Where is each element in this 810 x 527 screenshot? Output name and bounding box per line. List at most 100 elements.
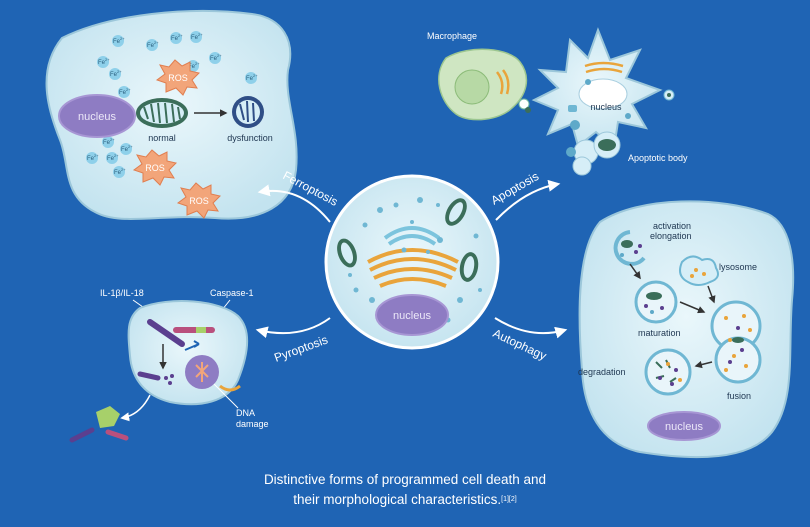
central-cell: nucleus <box>324 174 500 350</box>
mitochondrion <box>445 198 467 226</box>
autophagy-nucleus-label: nucleus <box>665 421 703 433</box>
fe-ions: Fe2+ Fe2+ Fe2+ Fe2+ Fe2+ Fe2+ Fe2+ Fe2+ … <box>86 31 258 178</box>
autophagy-nucleus <box>647 411 721 441</box>
released-debris <box>69 406 129 443</box>
fe-ion: Fe2+ <box>97 56 110 68</box>
ros-burst: ROS <box>176 182 221 219</box>
maturation-arrow-right <box>679 301 706 314</box>
autolysosome <box>710 300 762 384</box>
pyroptosis-label: Pyroptosis <box>272 332 329 364</box>
fe-charge: 2+ <box>94 153 99 158</box>
dysfunctional-mitochondrion <box>232 96 264 128</box>
degradation-label: degradation <box>578 367 626 377</box>
pyroptosis-golgi <box>219 384 241 392</box>
lysosome-label: lysosome <box>719 262 757 272</box>
normal-label: normal <box>148 133 176 143</box>
mitochondrion <box>459 252 479 282</box>
cleavage-arrow <box>184 340 200 351</box>
ferroptosis-arrow <box>257 184 331 223</box>
apoptotic-bodies <box>566 89 675 176</box>
fe-ion-label: Fe2+ <box>114 167 126 176</box>
dna-leader-line <box>213 383 239 409</box>
ferroptosis-cell: Fe2+ Fe2+ Fe2+ Fe2+ Fe2+ Fe2+ Fe2+ Fe2+ … <box>45 10 298 220</box>
caption-references: [1][2] <box>501 496 517 503</box>
lysosome <box>679 255 719 286</box>
lysosome-arrow <box>707 285 716 304</box>
caption-line-1: Distinctive forms of programmed cell dea… <box>263 472 547 487</box>
normal-mitochondrion <box>136 98 188 128</box>
elongation-label: elongation <box>650 231 692 241</box>
fe-ion: Fe2+ <box>170 32 183 44</box>
fe-charge: 2+ <box>128 144 133 149</box>
il-mature-form <box>137 371 161 381</box>
maturation-label: maturation <box>638 328 681 338</box>
macrophage <box>438 48 531 121</box>
figure-caption: Distinctive forms of programmed cell dea… <box>200 470 610 510</box>
dysfunction-label: dysfunction <box>227 133 273 143</box>
ros-burst: ROS <box>155 59 200 96</box>
fe-ion-label: Fe2+ <box>121 144 133 153</box>
apoptotic-cell <box>531 27 663 150</box>
fe-ion: Fe2+ <box>146 39 159 51</box>
caption-line-2: their morphological characteristics.[1][… <box>200 490 610 510</box>
pyroptosis-arrow <box>255 317 331 339</box>
mitochondrion <box>337 238 357 268</box>
caspase-label: Caspase-1 <box>210 288 254 298</box>
macrophage-label: Macrophage <box>427 31 477 41</box>
apoptotic-body-label: Apoptotic body <box>628 153 688 163</box>
fe-ion-label: Fe2+ <box>191 32 203 41</box>
ros-label: ROS <box>189 196 209 206</box>
fe-ion-label: Fe2+ <box>107 153 119 162</box>
degradation-vesicle <box>644 348 692 396</box>
apoptosis-label: Apoptosis <box>489 169 542 207</box>
fe-ion-label: Fe2+ <box>171 33 183 42</box>
fe-ion-label: Fe2+ <box>98 57 110 66</box>
fe-charge: 2+ <box>114 153 119 158</box>
fe-charge: 2+ <box>178 33 183 38</box>
fusion-label: fusion <box>727 391 751 401</box>
fe-ion-label: Fe2+ <box>103 137 115 146</box>
fe-charge: 2+ <box>195 61 200 66</box>
autophagy-label: Autophagy <box>491 326 549 363</box>
fe-ion: Fe2+ <box>86 152 99 164</box>
pyroptosis-panel: IL-1β/IL-18 Caspase-1 DNA damage <box>69 288 269 443</box>
ros-burst: ROS <box>132 149 177 186</box>
fe-charge: 2+ <box>117 69 122 74</box>
autophagy-arrow <box>494 317 568 339</box>
ferroptosis-nucleus <box>58 94 136 138</box>
fe-ion: Fe2+ <box>112 35 125 47</box>
fe-ion-label: Fe2+ <box>188 61 200 70</box>
fe-ion-label: Fe2+ <box>110 69 122 78</box>
autophagosome <box>634 280 678 324</box>
ferroptosis-nucleus-label: nucleus <box>78 111 116 123</box>
fe-ion: Fe2+ <box>113 166 126 178</box>
il-fragments <box>164 374 174 385</box>
fe-ion: Fe2+ <box>209 52 222 64</box>
center-nucleus-label: nucleus <box>393 310 431 322</box>
il-label: IL-1β/IL-18 <box>100 288 144 298</box>
apoptosis-nucleus-label: nucleus <box>590 102 622 112</box>
activation-label: activation <box>653 221 691 231</box>
ros-label: ROS <box>168 73 188 83</box>
fe-charge: 2+ <box>253 73 258 78</box>
fe-ion-label: Fe2+ <box>246 73 258 82</box>
fe-ion: Fe2+ <box>118 86 131 98</box>
fe-ion: Fe2+ <box>190 31 203 43</box>
fe-ion-label: Fe2+ <box>87 153 99 162</box>
dna-damage-mark <box>195 362 209 382</box>
fe-charge: 2+ <box>110 137 115 142</box>
fe-ion: Fe2+ <box>102 136 115 148</box>
fe-ion-label: Fe2+ <box>119 87 131 96</box>
fe-charge: 2+ <box>120 36 125 41</box>
phagophore <box>613 230 646 266</box>
fe-charge: 2+ <box>154 40 159 45</box>
fe-ion-label: Fe2+ <box>147 40 159 49</box>
fe-ion: Fe2+ <box>109 68 122 80</box>
caption-line-2-text: their morphological characteristics. <box>293 492 502 507</box>
fe-ion-label: Fe2+ <box>113 36 125 45</box>
apoptosis-panel: Macrophage nucleus <box>427 27 688 176</box>
fe-charge: 2+ <box>198 32 203 37</box>
damage-label: damage <box>236 419 269 429</box>
vesicles <box>348 197 482 323</box>
